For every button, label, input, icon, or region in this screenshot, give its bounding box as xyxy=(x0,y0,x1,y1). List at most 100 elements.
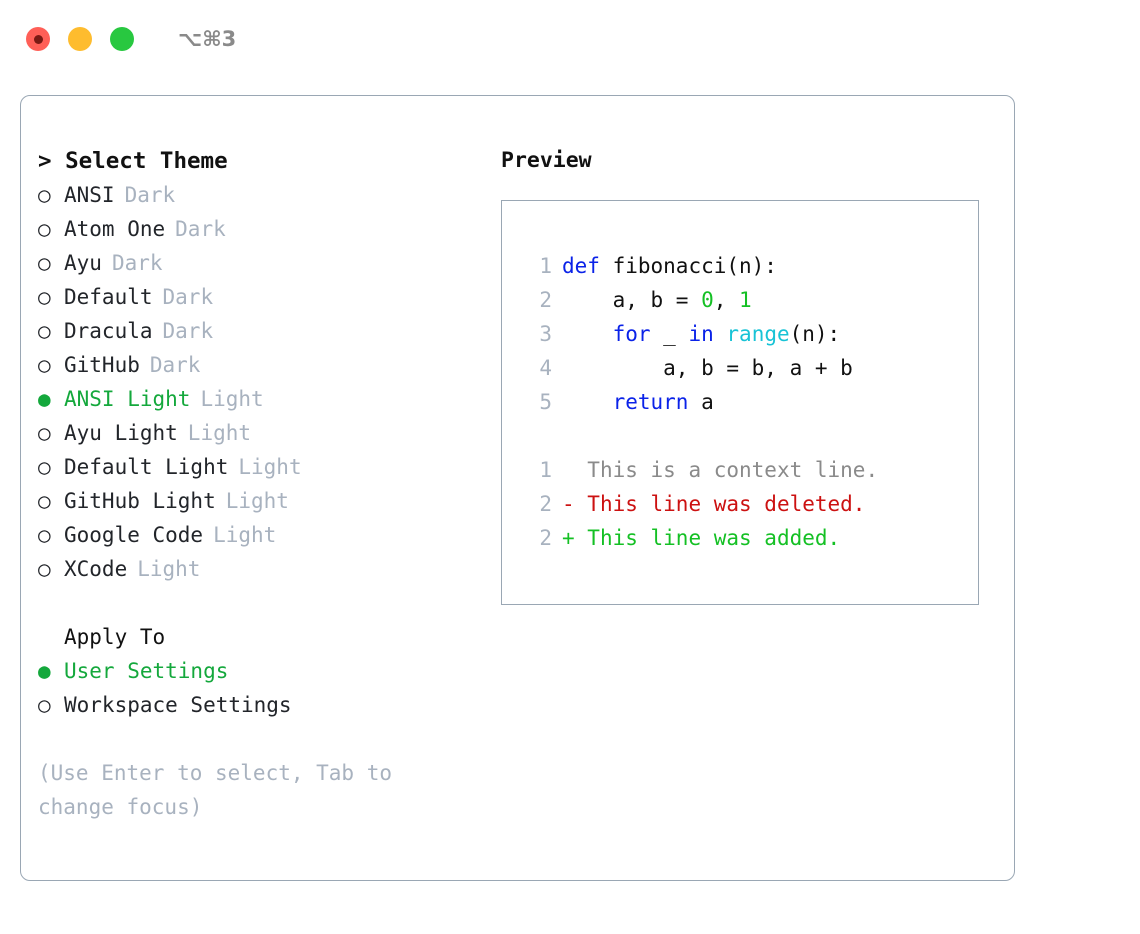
theme-variant-tag: Dark xyxy=(162,319,214,343)
window-titlebar: ⌥⌘3 xyxy=(0,0,1140,78)
theme-name: ANSI Light xyxy=(64,387,191,411)
code-token: a xyxy=(688,390,714,414)
theme-list-item[interactable]: ○ Ayu Dark xyxy=(38,246,478,280)
radio-unselected-icon[interactable]: ○ xyxy=(38,183,51,207)
line-number: 4 xyxy=(539,356,552,380)
code-token xyxy=(562,317,613,351)
radio-unselected-icon[interactable]: ○ xyxy=(38,319,51,343)
apply-to-item[interactable]: ● User Settings xyxy=(38,654,478,688)
radio-selected-icon[interactable]: ● xyxy=(38,659,51,683)
theme-variant-tag: Light xyxy=(225,489,289,513)
code-token xyxy=(714,317,727,351)
theme-list-item[interactable]: ○ Default Dark xyxy=(38,280,478,314)
theme-list-item[interactable]: ○ Dracula Dark xyxy=(38,314,478,348)
diff-line: 1 This is a context line. xyxy=(502,453,978,487)
apply-to-list[interactable]: ● User Settings ○ Workspace Settings xyxy=(38,654,478,722)
code-token: in xyxy=(688,322,714,346)
code-token: (n): xyxy=(789,322,841,346)
theme-list-item[interactable]: ○ Atom One Dark xyxy=(38,212,478,246)
diff-text: This line was added. xyxy=(574,526,841,550)
code-diff-gap xyxy=(502,419,978,453)
code-token: 0 xyxy=(701,288,714,312)
diff-sample: 1 This is a context line.2- This line wa… xyxy=(502,453,978,555)
code-token: , xyxy=(713,288,740,312)
code-line: 5 return a xyxy=(502,385,978,419)
theme-name: Default xyxy=(64,285,153,309)
diff-marker xyxy=(562,453,575,487)
code-token: range xyxy=(726,322,790,346)
radio-unselected-icon[interactable]: ○ xyxy=(38,455,51,479)
code-line: 4 a, b = b, a + b xyxy=(502,351,978,385)
code-line: 2 a, b = 0, 1 xyxy=(502,283,978,317)
apply-to-item[interactable]: ○ Workspace Settings xyxy=(38,688,478,722)
window-controls xyxy=(26,27,134,51)
radio-unselected-icon[interactable]: ○ xyxy=(38,557,51,581)
radio-unselected-icon[interactable]: ○ xyxy=(38,421,51,445)
theme-name: XCode xyxy=(64,557,128,581)
theme-name: Ayu xyxy=(64,251,102,275)
theme-variant-tag: Light xyxy=(238,455,302,479)
radio-unselected-icon[interactable]: ○ xyxy=(38,353,51,377)
theme-list-item[interactable]: ○ Default Light Light xyxy=(38,450,478,484)
line-number: 2 xyxy=(539,526,552,550)
radio-unselected-icon[interactable]: ○ xyxy=(38,523,51,547)
theme-name: Atom One xyxy=(64,217,166,241)
maximize-icon[interactable] xyxy=(110,27,134,51)
theme-variant-tag: Light xyxy=(200,387,264,411)
radio-unselected-icon[interactable]: ○ xyxy=(38,489,51,513)
apply-to-name: Workspace Settings xyxy=(64,693,292,717)
radio-unselected-icon[interactable]: ○ xyxy=(38,251,51,275)
radio-unselected-icon[interactable]: ○ xyxy=(38,693,51,717)
theme-variant-tag: Light xyxy=(137,557,201,581)
theme-name: Default Light xyxy=(64,455,229,479)
code-token: return xyxy=(612,390,689,414)
theme-variant-tag: Dark xyxy=(149,353,201,377)
theme-list-item[interactable]: ● ANSI Light Light xyxy=(38,382,478,416)
apply-to-name: User Settings xyxy=(64,659,229,683)
theme-name: Dracula xyxy=(64,319,153,343)
diff-text: This line was deleted. xyxy=(574,492,866,516)
line-number: 1 xyxy=(539,254,552,278)
theme-variant-tag: Dark xyxy=(162,285,214,309)
code-line: 3 for _ in range(n): xyxy=(502,317,978,351)
code-token: fibonacci(n): xyxy=(599,254,777,278)
line-number: 5 xyxy=(539,390,552,414)
radio-unselected-icon[interactable]: ○ xyxy=(38,285,51,309)
theme-list-item[interactable]: ○ XCode Light xyxy=(38,552,478,586)
line-number: 2 xyxy=(539,288,552,312)
keyboard-shortcut-label: ⌥⌘3 xyxy=(178,27,237,51)
code-token: a, b = xyxy=(562,288,702,312)
diff-marker: - xyxy=(562,492,575,516)
radio-selected-icon[interactable]: ● xyxy=(38,387,51,411)
diff-line: 2- This line was deleted. xyxy=(502,487,978,521)
theme-list-item[interactable]: ○ GitHub Light Light xyxy=(38,484,478,518)
theme-variant-tag: Dark xyxy=(175,217,226,241)
list-spacer xyxy=(38,586,478,620)
theme-variant-tag: Dark xyxy=(111,251,163,275)
line-number: 1 xyxy=(539,458,552,482)
diff-text: This is a context line. xyxy=(574,458,879,482)
apply-to-label: Apply To xyxy=(64,625,166,649)
theme-name: Ayu Light xyxy=(64,421,178,445)
code-token xyxy=(562,385,613,419)
theme-name: Google Code xyxy=(64,523,204,547)
preview-title: Preview xyxy=(501,148,592,173)
code-token: _ xyxy=(650,322,689,346)
minimize-icon[interactable] xyxy=(68,27,92,51)
radio-unselected-icon[interactable]: ○ xyxy=(38,217,51,241)
page-title: > Select Theme xyxy=(38,148,228,174)
theme-name: GitHub Light xyxy=(64,489,216,513)
close-record-icon[interactable] xyxy=(26,27,50,51)
